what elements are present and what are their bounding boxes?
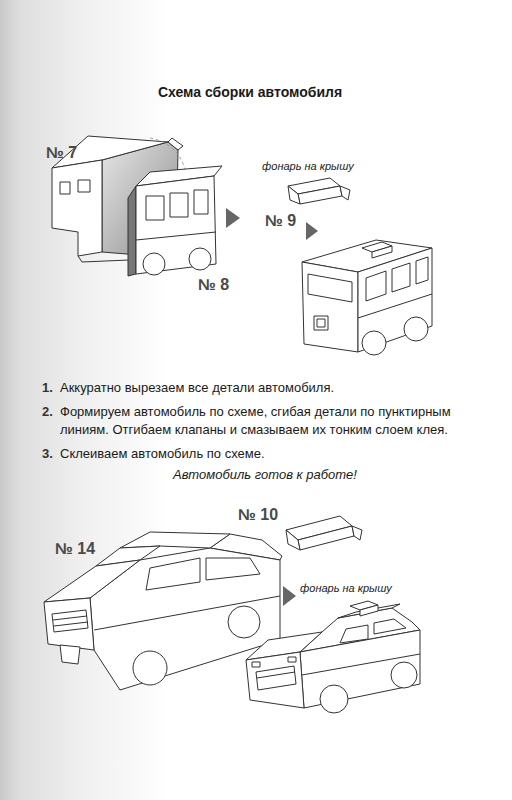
van-front-part: [136, 176, 216, 274]
sedan-body-part: [53, 616, 87, 620]
van-front-part: [194, 190, 208, 214]
step-arrow: [306, 222, 318, 240]
van-front-part: [136, 232, 216, 240]
assembled-van: [314, 316, 328, 330]
van-front-part: [143, 253, 165, 275]
assembled-van: [317, 319, 325, 327]
step-number: 3.: [42, 446, 53, 461]
sedan-body-part: [146, 558, 200, 590]
sedan-body-part: [228, 606, 260, 638]
part-number: № 10: [238, 506, 278, 524]
step-text: Склеиваем автомобиль по схеме.: [60, 445, 490, 463]
roof-light-part: [288, 186, 300, 204]
roof-light-part: [298, 526, 354, 550]
roof-light-part: [288, 178, 350, 204]
van-rear-part: [60, 182, 70, 194]
van-front-part: [170, 193, 188, 217]
roof-light-part: [286, 530, 300, 550]
assembled-van: [404, 317, 428, 341]
assembled-van: [302, 240, 432, 355]
assembled-sedan: [391, 662, 417, 688]
sedan-body-part: [120, 532, 230, 548]
sedan-body-part: [44, 598, 94, 650]
step-text: Аккуратно вырезаем все детали автомобиля…: [60, 379, 490, 397]
van-front-part: [189, 248, 211, 270]
assembled-sedan: [257, 672, 295, 678]
sedan-body-part: [133, 651, 167, 685]
assembled-van: [366, 271, 386, 301]
page-title: Схема сборки автомобиля: [90, 84, 410, 100]
assembled-van: [372, 246, 392, 258]
assembled-sedan: [360, 605, 378, 616]
sedan-body-part: [44, 560, 140, 602]
van-rear-part: [78, 180, 90, 192]
assembled-sedan: [256, 666, 296, 690]
part-note: фонарь на крышу: [300, 582, 392, 594]
assembled-sedan: [246, 601, 420, 713]
van-rear-part: [52, 160, 102, 256]
assembled-van: [358, 294, 432, 318]
sedan-body-part: [206, 558, 260, 580]
sedan-body-part: [54, 622, 88, 626]
part-number: № 7: [46, 144, 77, 162]
assembled-van: [308, 274, 352, 302]
assembled-van: [392, 263, 410, 292]
van-front-part: [128, 186, 136, 276]
assembled-sedan: [374, 619, 406, 634]
step-arrow: [283, 586, 296, 606]
part-number: № 8: [198, 276, 229, 294]
part-note: фонарь на крышу: [262, 160, 354, 172]
van-rear-part: [168, 138, 183, 150]
assembled-sedan: [246, 652, 304, 708]
roof-light-part: [286, 516, 362, 550]
step-arrow: [226, 208, 240, 228]
assembled-sedan: [252, 662, 260, 667]
part-number: № 14: [55, 540, 95, 558]
assembled-van: [362, 331, 386, 355]
assembled-sedan: [288, 657, 296, 662]
sedan-body-part: [52, 610, 88, 632]
van-front-part: [128, 166, 222, 276]
assembled-van: [416, 257, 428, 284]
closing-note: Автомобиль готов к работе!: [130, 467, 400, 482]
step-number: 2.: [42, 404, 53, 419]
sedan-body-part: [60, 645, 80, 664]
roof-light-part: [298, 186, 342, 204]
roof-light-part: [352, 526, 362, 540]
van-front-part: [146, 196, 164, 220]
part-number: № 9: [265, 212, 296, 230]
assembled-sedan: [320, 685, 348, 713]
step-text: Формируем автомобиль по схеме, сгибая де…: [60, 403, 490, 439]
assembled-sedan: [300, 630, 420, 708]
roof-light-part: [340, 186, 350, 200]
assembled-van: [302, 262, 358, 352]
step-number: 1.: [42, 380, 53, 395]
